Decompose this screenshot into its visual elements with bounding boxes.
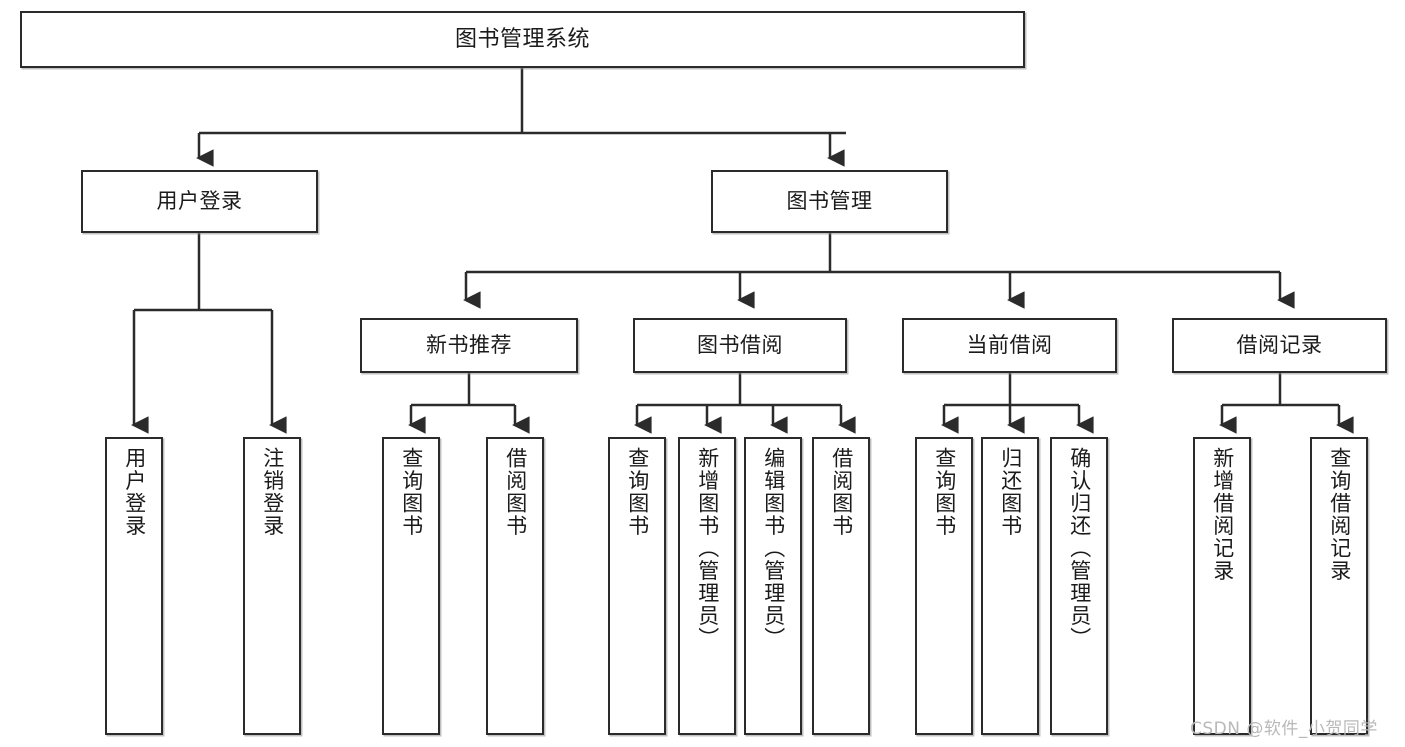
node-new-book-recommend[interactable]: 新书推荐 [360, 318, 578, 373]
node-label: 新增图书（管理员） [695, 447, 720, 650]
node-label: 当前借阅 [966, 333, 1053, 358]
node-label: 编辑图书（管理员） [761, 447, 786, 650]
node-label: 查询图书 [399, 447, 424, 537]
node-label: 查询借阅记录 [1327, 447, 1352, 582]
leaf-add-book-admin[interactable]: 新增图书（管理员） [678, 437, 736, 735]
leaf-borrow-book[interactable]: 借阅图书 [812, 437, 870, 735]
node-label: 借阅图书 [829, 447, 854, 537]
leaf-edit-book-admin[interactable]: 编辑图书（管理员） [744, 437, 802, 735]
leaf-logout[interactable]: 注销登录 [243, 437, 301, 735]
node-label: 新书推荐 [426, 333, 512, 358]
leaf-confirm-return-admin[interactable]: 确认归还（管理员） [1050, 437, 1108, 735]
node-book-borrow[interactable]: 图书借阅 [633, 318, 847, 373]
node-label: 查询图书 [625, 447, 650, 537]
node-label: 用户登录 [156, 189, 243, 214]
node-label: 新增借阅记录 [1210, 447, 1235, 582]
leaf-query-book-borrow[interactable]: 查询图书 [608, 437, 666, 735]
node-borrow-record[interactable]: 借阅记录 [1172, 318, 1387, 373]
leaf-query-borrow-record[interactable]: 查询借阅记录 [1310, 437, 1368, 735]
node-current-borrow[interactable]: 当前借阅 [902, 318, 1117, 373]
node-book-management[interactable]: 图书管理 [711, 170, 948, 233]
node-label: 图书管理系统 [454, 26, 590, 52]
node-label: 用户登录 [122, 447, 147, 537]
node-label: 图书借阅 [697, 333, 783, 358]
leaf-query-book-recommend[interactable]: 查询图书 [382, 437, 440, 735]
node-user-login[interactable]: 用户登录 [81, 170, 318, 233]
leaf-user-login[interactable]: 用户登录 [105, 437, 163, 735]
leaf-add-borrow-record[interactable]: 新增借阅记录 [1193, 437, 1251, 735]
node-label: 借阅图书 [503, 447, 528, 537]
leaf-query-book-current[interactable]: 查询图书 [915, 437, 973, 735]
leaf-return-book[interactable]: 归还图书 [981, 437, 1039, 735]
node-label: 归还图书 [998, 447, 1023, 537]
node-label: 图书管理 [786, 189, 873, 214]
node-label: 查询图书 [932, 447, 957, 537]
node-label: 注销登录 [260, 447, 285, 537]
leaf-borrow-book-recommend[interactable]: 借阅图书 [486, 437, 544, 735]
node-label: 确认归还（管理员） [1067, 447, 1092, 650]
csdn-watermark: CSDN @软件_小贺同学 [1190, 719, 1378, 739]
node-label: 借阅记录 [1236, 333, 1323, 358]
node-book-management-system[interactable]: 图书管理系统 [20, 11, 1025, 68]
